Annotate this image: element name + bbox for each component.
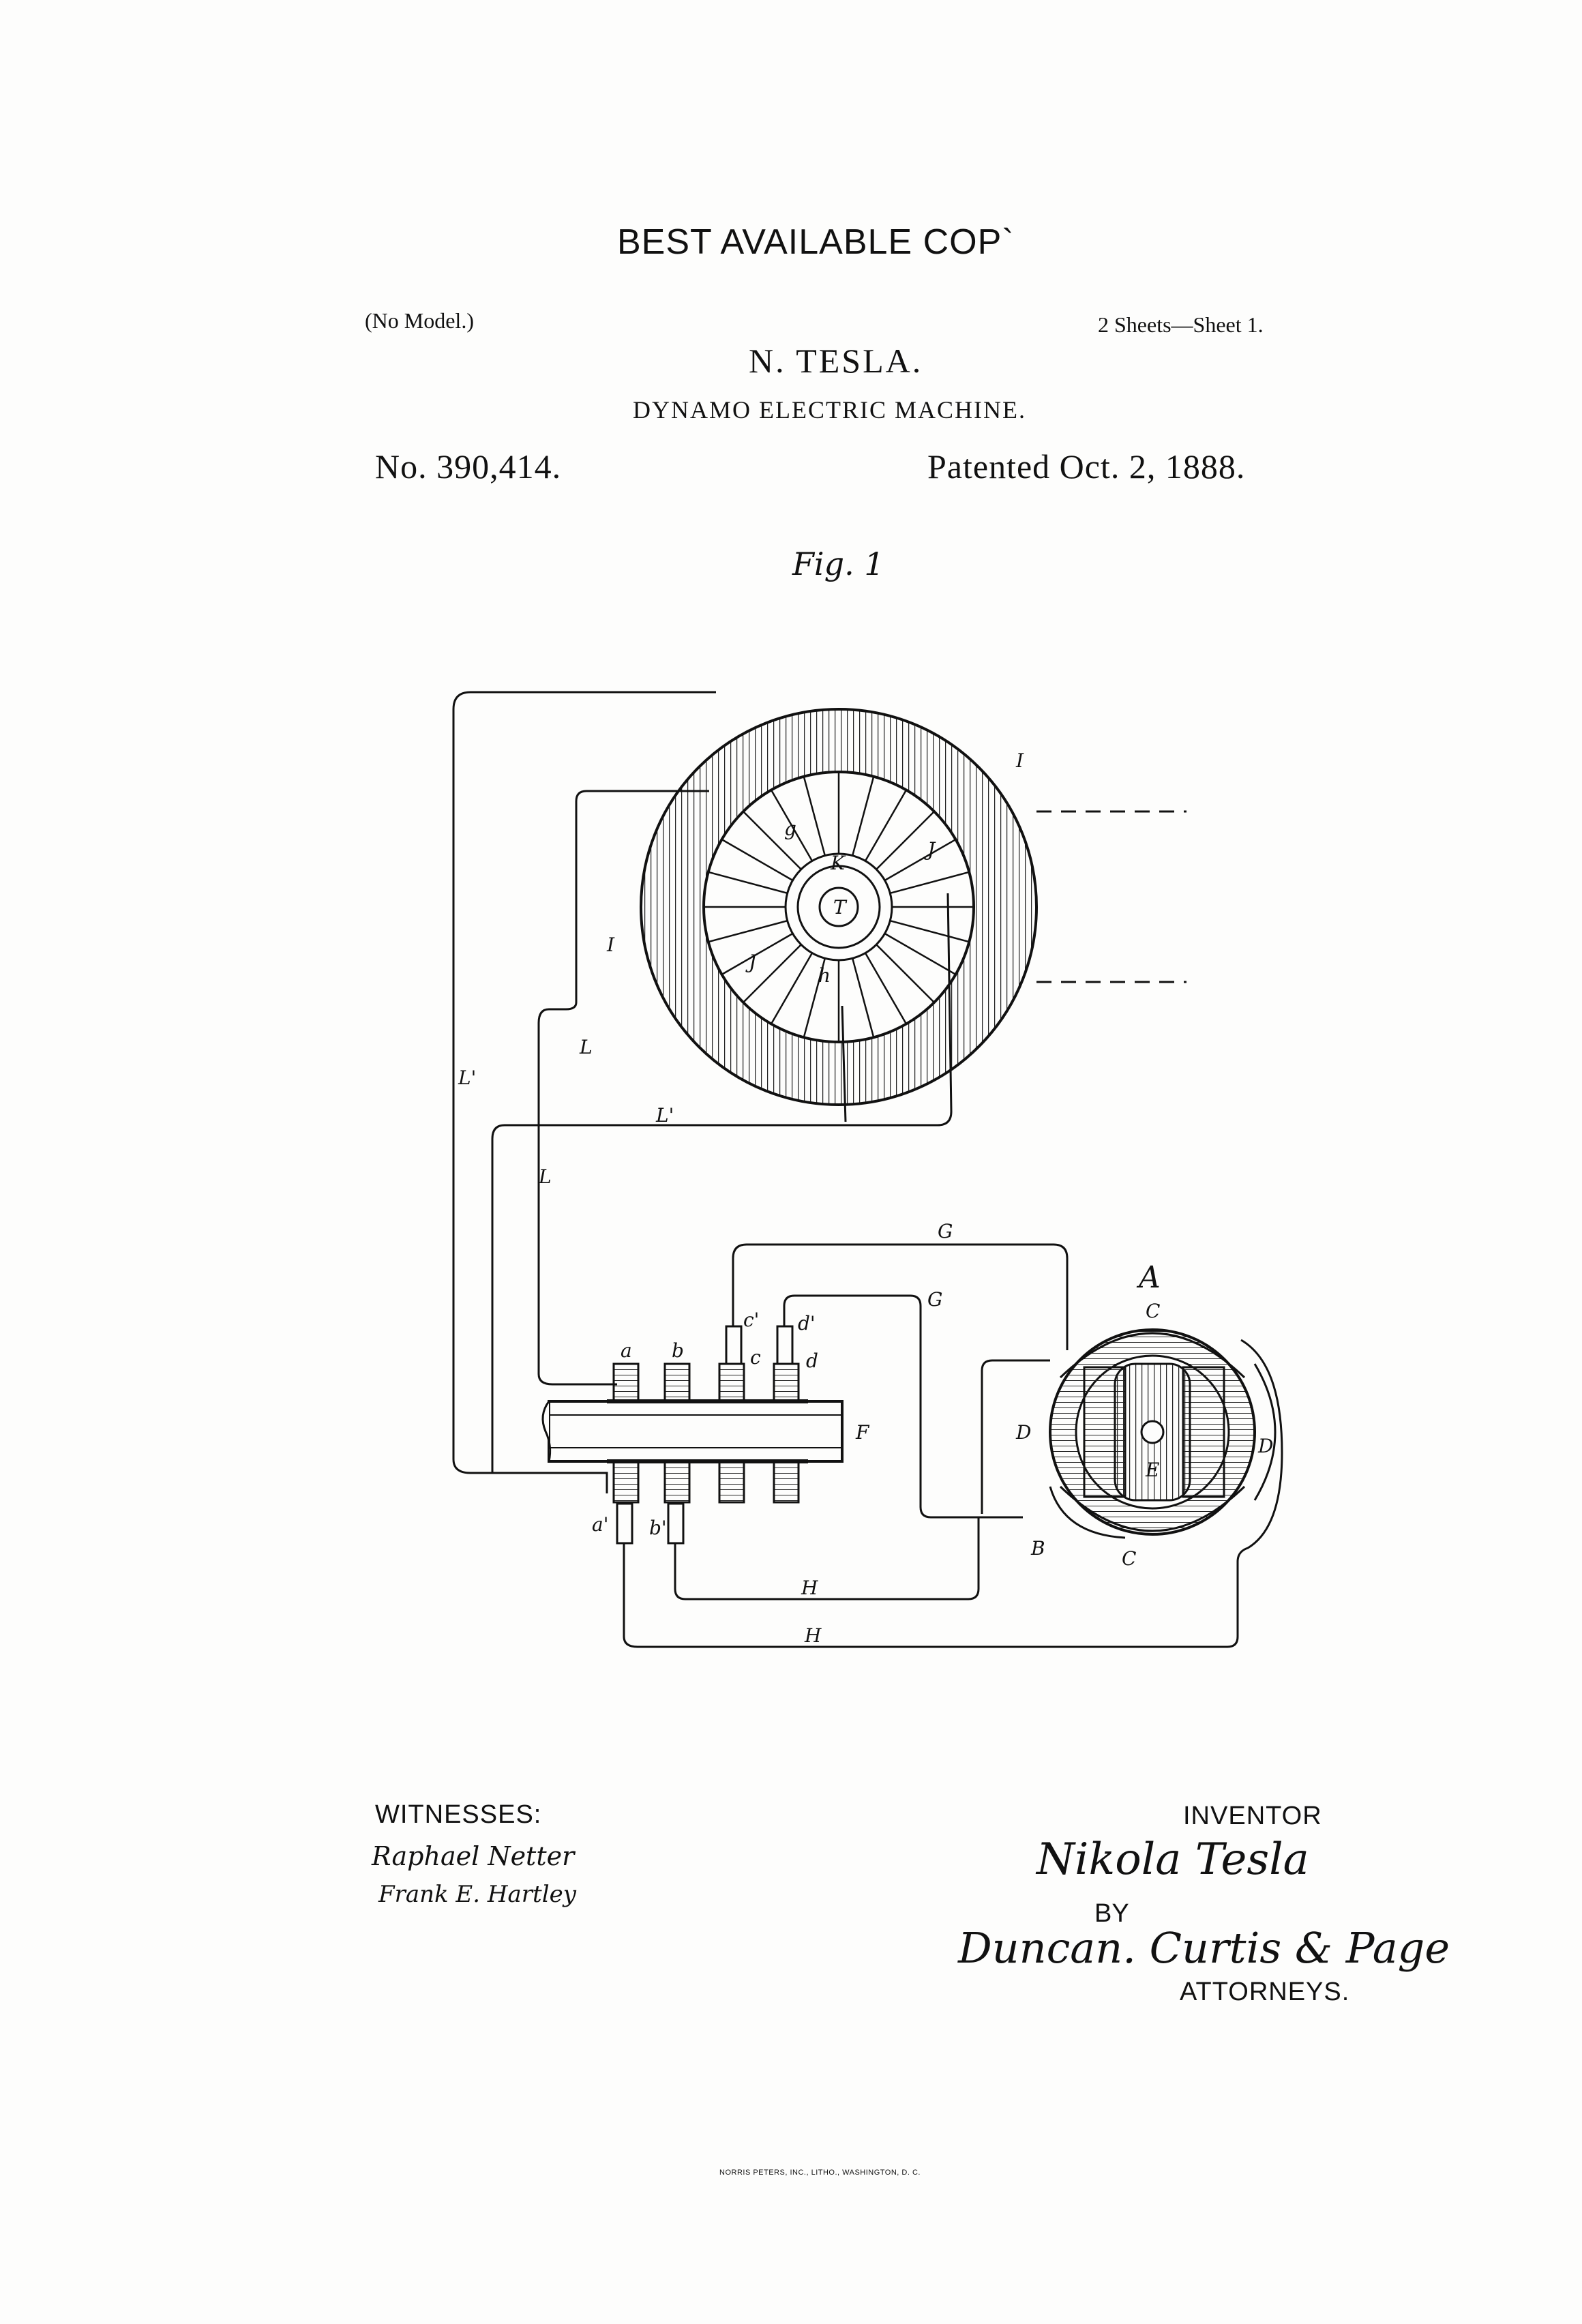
- label-L-lower: L: [538, 1165, 552, 1188]
- label-L-prime: L': [458, 1067, 476, 1089]
- armature-spoke: [743, 811, 802, 870]
- label-L-prime-lower: L': [655, 1104, 674, 1127]
- lithographer-imprint: NORRIS PETERS, INC., LITHO., WASHINGTON,…: [719, 2169, 921, 2177]
- armature-spoke: [876, 944, 935, 1003]
- wire-L-prime-lower: [491, 893, 953, 1474]
- armature-spoke: [889, 871, 970, 895]
- label-d: d: [806, 1350, 818, 1372]
- label-g: g: [784, 818, 796, 840]
- patent-title: DYNAMO ELECTRIC MACHINE.: [633, 396, 1026, 423]
- witnesses-heading: WITNESSES:: [375, 1800, 542, 1829]
- label-L: L: [579, 1036, 593, 1058]
- inventor-name-heading: N. TESLA.: [749, 342, 923, 380]
- attorneys-heading: ATTORNEYS.: [1180, 1978, 1350, 2006]
- armature-spoke: [721, 838, 794, 882]
- wire-H-outer: [623, 1339, 1283, 1648]
- armature-spoke: [864, 789, 908, 862]
- armature-spoke: [889, 919, 970, 943]
- label-I-left: I: [606, 934, 615, 956]
- label-c: c: [750, 1346, 761, 1369]
- label-d-prime: d': [798, 1312, 816, 1335]
- label-T: T: [833, 896, 848, 919]
- wire-L-prime-outer: [452, 691, 716, 1493]
- armature-spoke: [851, 957, 875, 1038]
- label-F: F: [855, 1421, 870, 1444]
- label-H: H: [801, 1577, 818, 1599]
- sheet-note: 2 Sheets—Sheet 1.: [1098, 312, 1264, 337]
- witness-signature-1: Raphael Netter: [372, 1841, 575, 1871]
- armature-spoke: [743, 944, 802, 1003]
- label-E: E: [1145, 1459, 1159, 1481]
- inventor-heading: INVENTOR: [1183, 1802, 1322, 1830]
- label-c-prime: c': [743, 1309, 759, 1331]
- patent-date: Patented Oct. 2, 1888.: [927, 447, 1246, 486]
- figure-caption: Fig. 1: [792, 546, 884, 582]
- armature-spoke: [803, 957, 826, 1038]
- motor-A: [1049, 1328, 1277, 1539]
- attorney-signature: Duncan. Curtis & Page: [958, 1923, 1450, 1973]
- witness-signature-2: Frank E. Hartley: [378, 1881, 576, 1908]
- label-J: J: [924, 838, 936, 861]
- label-D: D: [1015, 1421, 1031, 1444]
- label-B: B: [1030, 1537, 1045, 1560]
- model-note: (No Model.): [365, 308, 474, 333]
- label-D-right: D: [1257, 1435, 1273, 1457]
- label-C-lower: C: [1122, 1547, 1136, 1570]
- label-J-left: J: [745, 951, 758, 973]
- wire-G-upper: [732, 1243, 1069, 1350]
- label-C: C: [1146, 1300, 1160, 1322]
- armature-spoke: [770, 952, 814, 1025]
- shaft-F: [541, 1400, 844, 1463]
- patent-number: No. 390,414.: [375, 447, 562, 486]
- ring-armature: [640, 708, 1038, 1106]
- by-text: BY: [1094, 1899, 1129, 1928]
- wire-G-lower: [783, 1294, 1023, 1519]
- armature-spoke: [851, 776, 875, 856]
- wire-connector: [841, 1005, 847, 1122]
- armature-spoke: [708, 919, 788, 943]
- wire-motor-left: [981, 1359, 1050, 1514]
- armature-spoke: [884, 932, 957, 976]
- label-b: b: [672, 1339, 684, 1362]
- label-K: K: [830, 852, 846, 874]
- armature-spoke: [721, 932, 794, 976]
- label-I: I: [1015, 749, 1024, 772]
- label-A: A: [1136, 1260, 1161, 1295]
- armature-spoke: [770, 789, 814, 862]
- label-H-lower: H: [804, 1624, 822, 1647]
- label-a: a: [621, 1339, 632, 1362]
- best-available-copy-stamp: BEST AVAILABLE COP`: [617, 222, 1015, 262]
- wire-H-inner: [674, 1517, 980, 1600]
- label-G: G: [938, 1220, 953, 1242]
- inventor-signature: Nikola Tesla: [1036, 1834, 1309, 1885]
- armature-spoke: [803, 776, 826, 856]
- armature-spoke: [884, 838, 957, 882]
- label-h: h: [818, 964, 831, 987]
- label-G-lower: G: [927, 1288, 942, 1311]
- label-b-prime: b': [649, 1517, 667, 1539]
- wire-L: [537, 790, 709, 1386]
- armature-spoke: [864, 952, 908, 1025]
- armature-spoke: [708, 871, 788, 895]
- label-a-prime: a': [592, 1513, 608, 1536]
- armature-spoke: [876, 811, 935, 870]
